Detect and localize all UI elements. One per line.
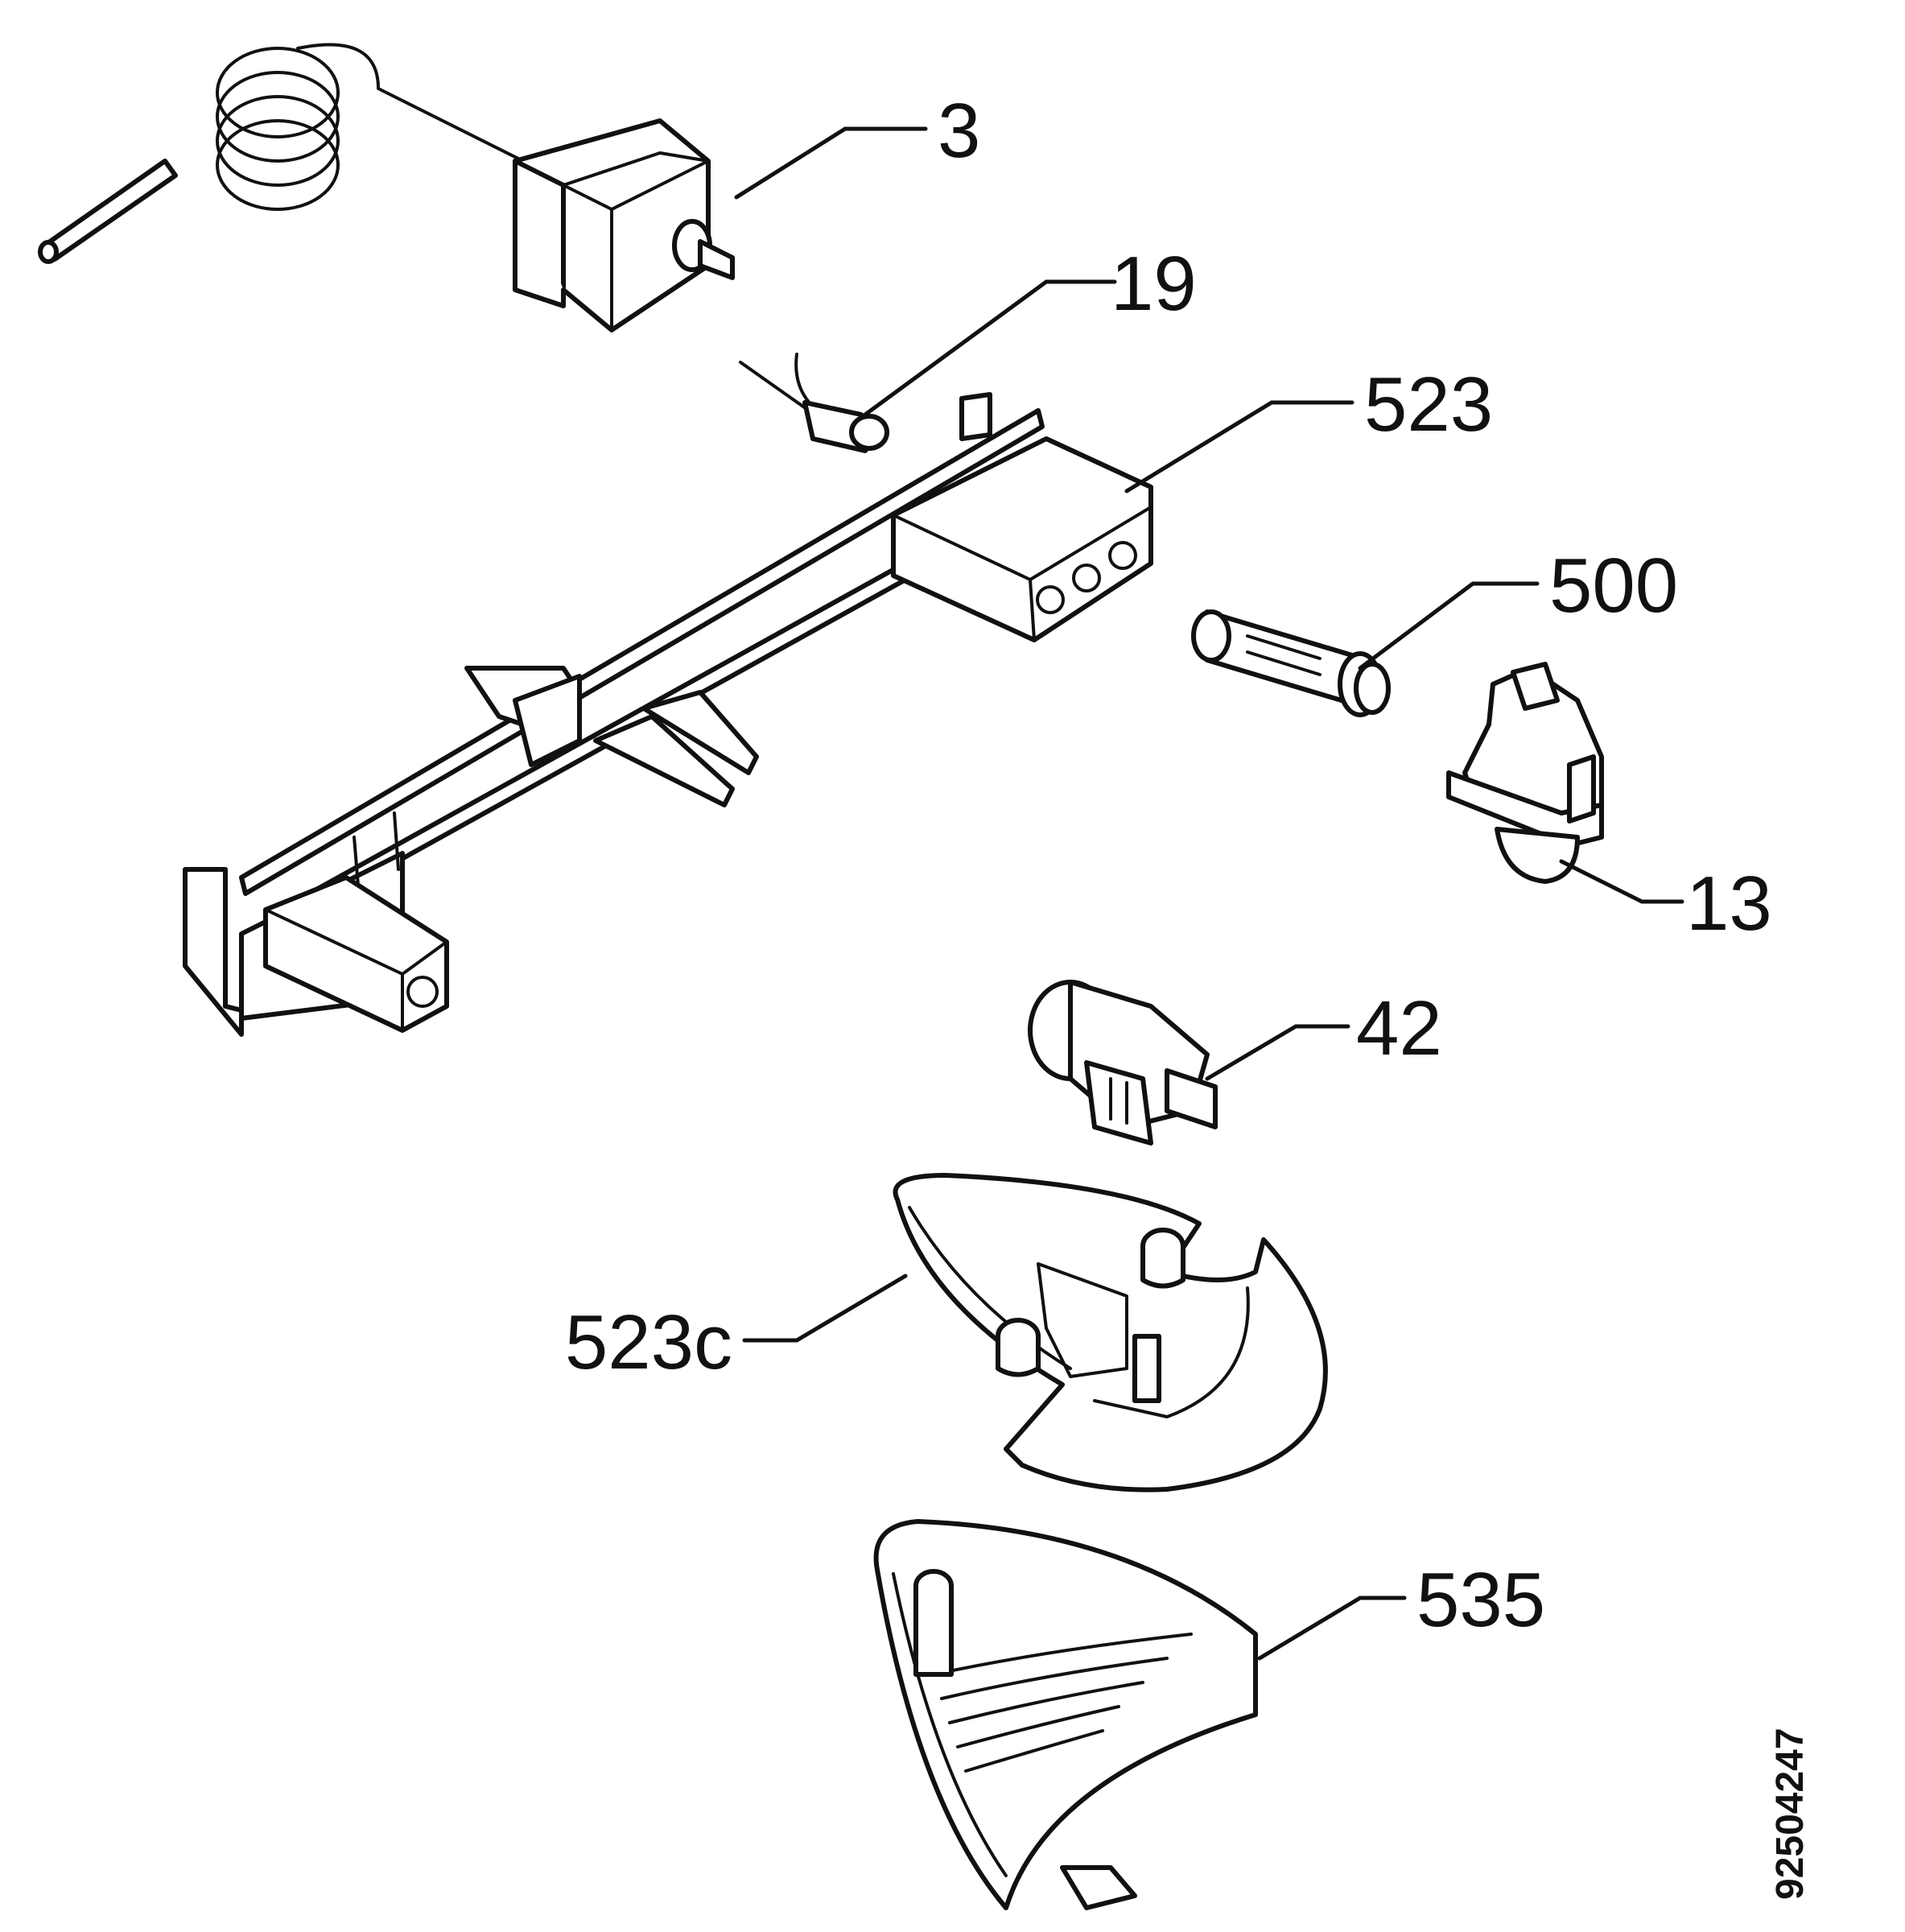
document-number: 92504247	[1769, 1728, 1812, 1900]
lamp-cover-shade-part	[873, 1519, 1258, 1910]
callout-500: 500	[1549, 543, 1678, 629]
callout-535: 535	[1416, 1557, 1545, 1643]
lamp-cover-base-part	[893, 1173, 1328, 1492]
callout-523: 523	[1364, 361, 1493, 448]
cable-connector-part	[1191, 609, 1391, 717]
callout-3: 3	[938, 88, 980, 174]
callout-13: 13	[1686, 861, 1772, 947]
callout-19: 19	[1111, 241, 1197, 327]
door-switch-part	[1446, 662, 1604, 884]
lamp-holder-part	[1028, 980, 1218, 1146]
thermostat-part	[38, 43, 735, 332]
switch-bar-assembly-part	[183, 392, 1153, 1037]
leader-lines	[734, 126, 1684, 1661]
callout-42: 42	[1356, 985, 1442, 1071]
lamp-bulb-part	[739, 353, 889, 453]
callout-labels: 3 19 523 500 13 42 523c 535	[565, 88, 1772, 1643]
callout-523c: 523c	[565, 1299, 732, 1385]
